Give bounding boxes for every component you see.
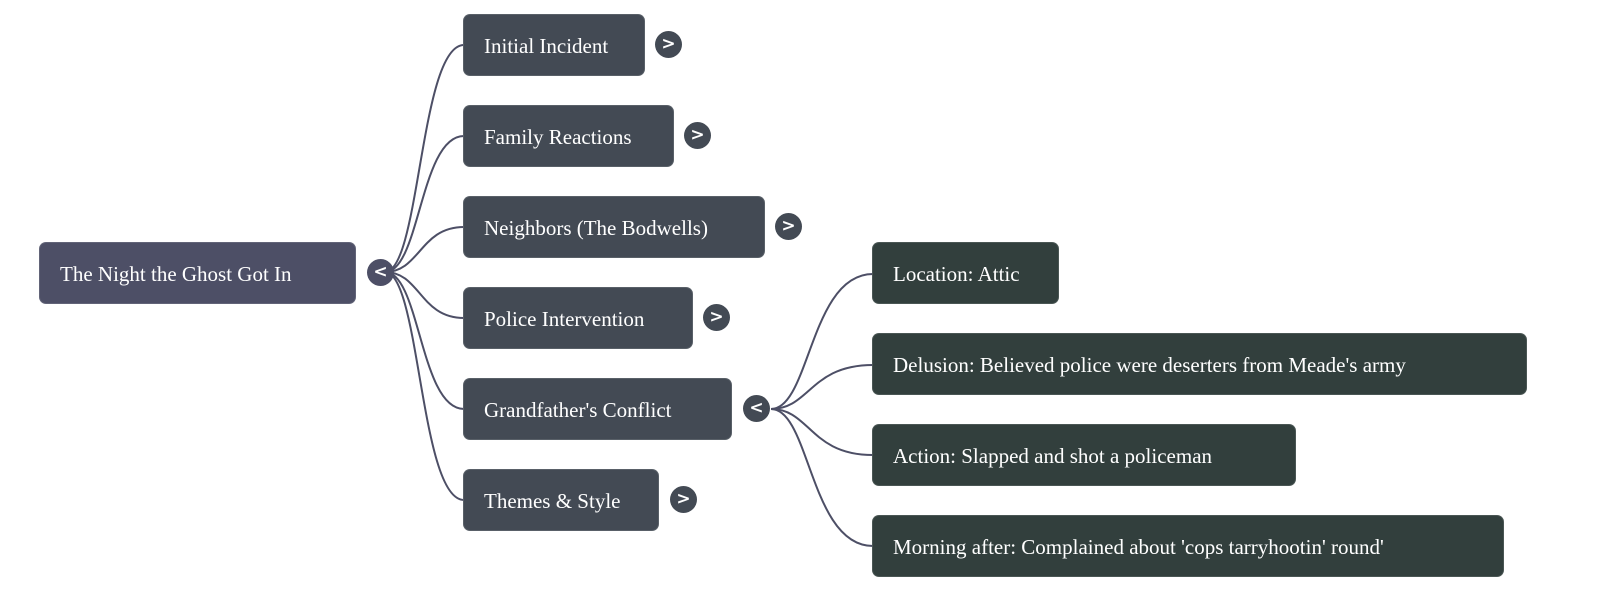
edge-grandfather-location [770,273,874,410]
expand-toggle-neighbors-bodwells[interactable]: > [775,213,802,240]
edge-root-police-intervention [384,271,465,319]
node-family-reactions[interactable]: Family Reactions [463,105,674,167]
edge-grandfather-morning-after [770,408,874,547]
collapse-toggle-root[interactable]: < [367,259,394,286]
root-node-label: The Night the Ghost Got In [60,262,292,286]
node-initial-incident[interactable]: Initial Incident [463,14,645,76]
edge-root-initial-incident [384,44,465,273]
expand-toggle-family-reactions[interactable]: > [684,122,711,149]
chevron-right-icon: > [709,307,724,327]
edge-grandfather-delusion [770,364,874,410]
chevron-right-icon: > [676,489,691,509]
node-label: Action: Slapped and shot a policeman [893,444,1213,468]
node-label: Police Intervention [484,307,645,331]
chevron-right-icon: > [781,216,796,236]
edge-root-family-reactions [384,135,465,273]
node-themes-style[interactable]: Themes & Style [463,469,659,531]
node-label: Neighbors (The Bodwells) [484,216,708,240]
node-action[interactable]: Action: Slapped and shot a policeman [872,424,1296,486]
edge-grandfather-action [770,408,874,456]
node-label: Morning after: Complained about 'cops ta… [893,535,1384,559]
collapse-toggle-grandfathers-conflict[interactable]: < [743,395,770,422]
edge-root-grandfathers-conflict [384,271,465,410]
chevron-left-icon: < [749,398,764,418]
chevron-right-icon: > [661,34,676,54]
node-label: Location: Attic [893,262,1020,286]
node-neighbors-bodwells[interactable]: Neighbors (The Bodwells) [463,196,765,258]
root-node[interactable]: The Night the Ghost Got In [39,242,356,304]
node-label: Delusion: Believed police were deserters… [893,353,1406,377]
expand-toggle-initial-incident[interactable]: > [655,31,682,58]
chevron-right-icon: > [690,125,705,145]
node-delusion[interactable]: Delusion: Believed police were deserters… [872,333,1527,395]
node-grandfathers-conflict[interactable]: Grandfather's Conflict [463,378,732,440]
node-location-attic[interactable]: Location: Attic [872,242,1059,304]
node-police-intervention[interactable]: Police Intervention [463,287,693,349]
node-morning-after[interactable]: Morning after: Complained about 'cops ta… [872,515,1504,577]
edge-root-neighbors [384,226,465,273]
node-label: Grandfather's Conflict [484,398,672,422]
edge-root-themes-style [384,271,465,501]
node-label: Themes & Style [484,489,621,513]
expand-toggle-themes-style[interactable]: > [670,486,697,513]
expand-toggle-police-intervention[interactable]: > [703,304,730,331]
node-label: Family Reactions [484,125,632,149]
node-label: Initial Incident [484,34,609,58]
chevron-left-icon: < [373,262,388,282]
